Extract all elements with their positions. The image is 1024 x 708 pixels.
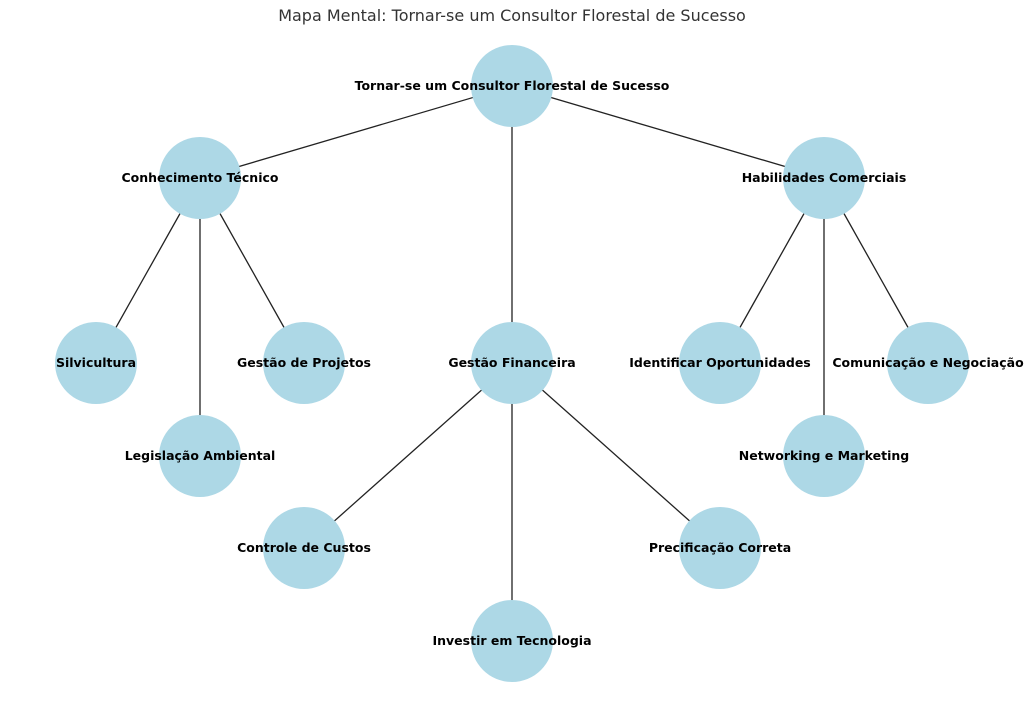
node-silvicultura: Silvicultura (55, 322, 137, 404)
node-circle (471, 322, 553, 404)
node-circle (159, 415, 241, 497)
edge-root-conhecimento (199, 85, 513, 179)
node-circle (471, 45, 553, 127)
node-networking: Networking e Marketing (739, 415, 909, 497)
node-custos: Controle de Custos (237, 507, 371, 589)
diagram-title: Mapa Mental: Tornar-se um Consultor Flor… (278, 6, 746, 25)
node-circle (783, 137, 865, 219)
node-circle (263, 322, 345, 404)
node-circle (55, 322, 137, 404)
node-label: Investir em Tecnologia (432, 633, 591, 648)
node-label: Gestão Financeira (448, 355, 575, 370)
node-label: Legislação Ambiental (125, 448, 276, 463)
node-circle (159, 137, 241, 219)
node-label: Controle de Custos (237, 540, 371, 555)
node-root: Tornar-se um Consultor Florestal de Suce… (355, 45, 670, 127)
node-circle (263, 507, 345, 589)
node-label: Comunicação e Negociação (832, 355, 1024, 370)
edge-financeira-custos (303, 362, 513, 549)
node-circle (679, 322, 761, 404)
node-label: Habilidades Comerciais (742, 170, 907, 185)
edge-financeira-precificacao (511, 362, 721, 549)
node-label: Networking e Marketing (739, 448, 909, 463)
node-circle (783, 415, 865, 497)
node-circle (471, 600, 553, 682)
node-label: Conhecimento Técnico (122, 170, 279, 185)
node-circle (679, 507, 761, 589)
edge-root-comerciais (511, 85, 825, 179)
node-tecnologia: Investir em Tecnologia (432, 600, 592, 682)
nodes-layer: Tornar-se um Consultor Florestal de Suce… (55, 45, 1024, 682)
node-label: Precificação Correta (649, 540, 791, 555)
node-comunicacao: Comunicação e Negociação (832, 322, 1024, 404)
node-label: Tornar-se um Consultor Florestal de Suce… (355, 78, 670, 93)
node-label: Identificar Oportunidades (629, 355, 811, 370)
node-label: Gestão de Projetos (237, 355, 371, 370)
node-circle (887, 322, 969, 404)
node-oportunidades: Identificar Oportunidades (629, 322, 811, 404)
node-label: Silvicultura (56, 355, 136, 370)
node-legislacao: Legislação Ambiental (125, 415, 276, 497)
node-precificacao: Precificação Correta (649, 507, 791, 589)
node-financeira: Gestão Financeira (448, 322, 576, 404)
node-comerciais: Habilidades Comerciais (742, 137, 907, 219)
node-conhecimento: Conhecimento Técnico (122, 137, 279, 219)
node-projetos: Gestão de Projetos (237, 322, 371, 404)
